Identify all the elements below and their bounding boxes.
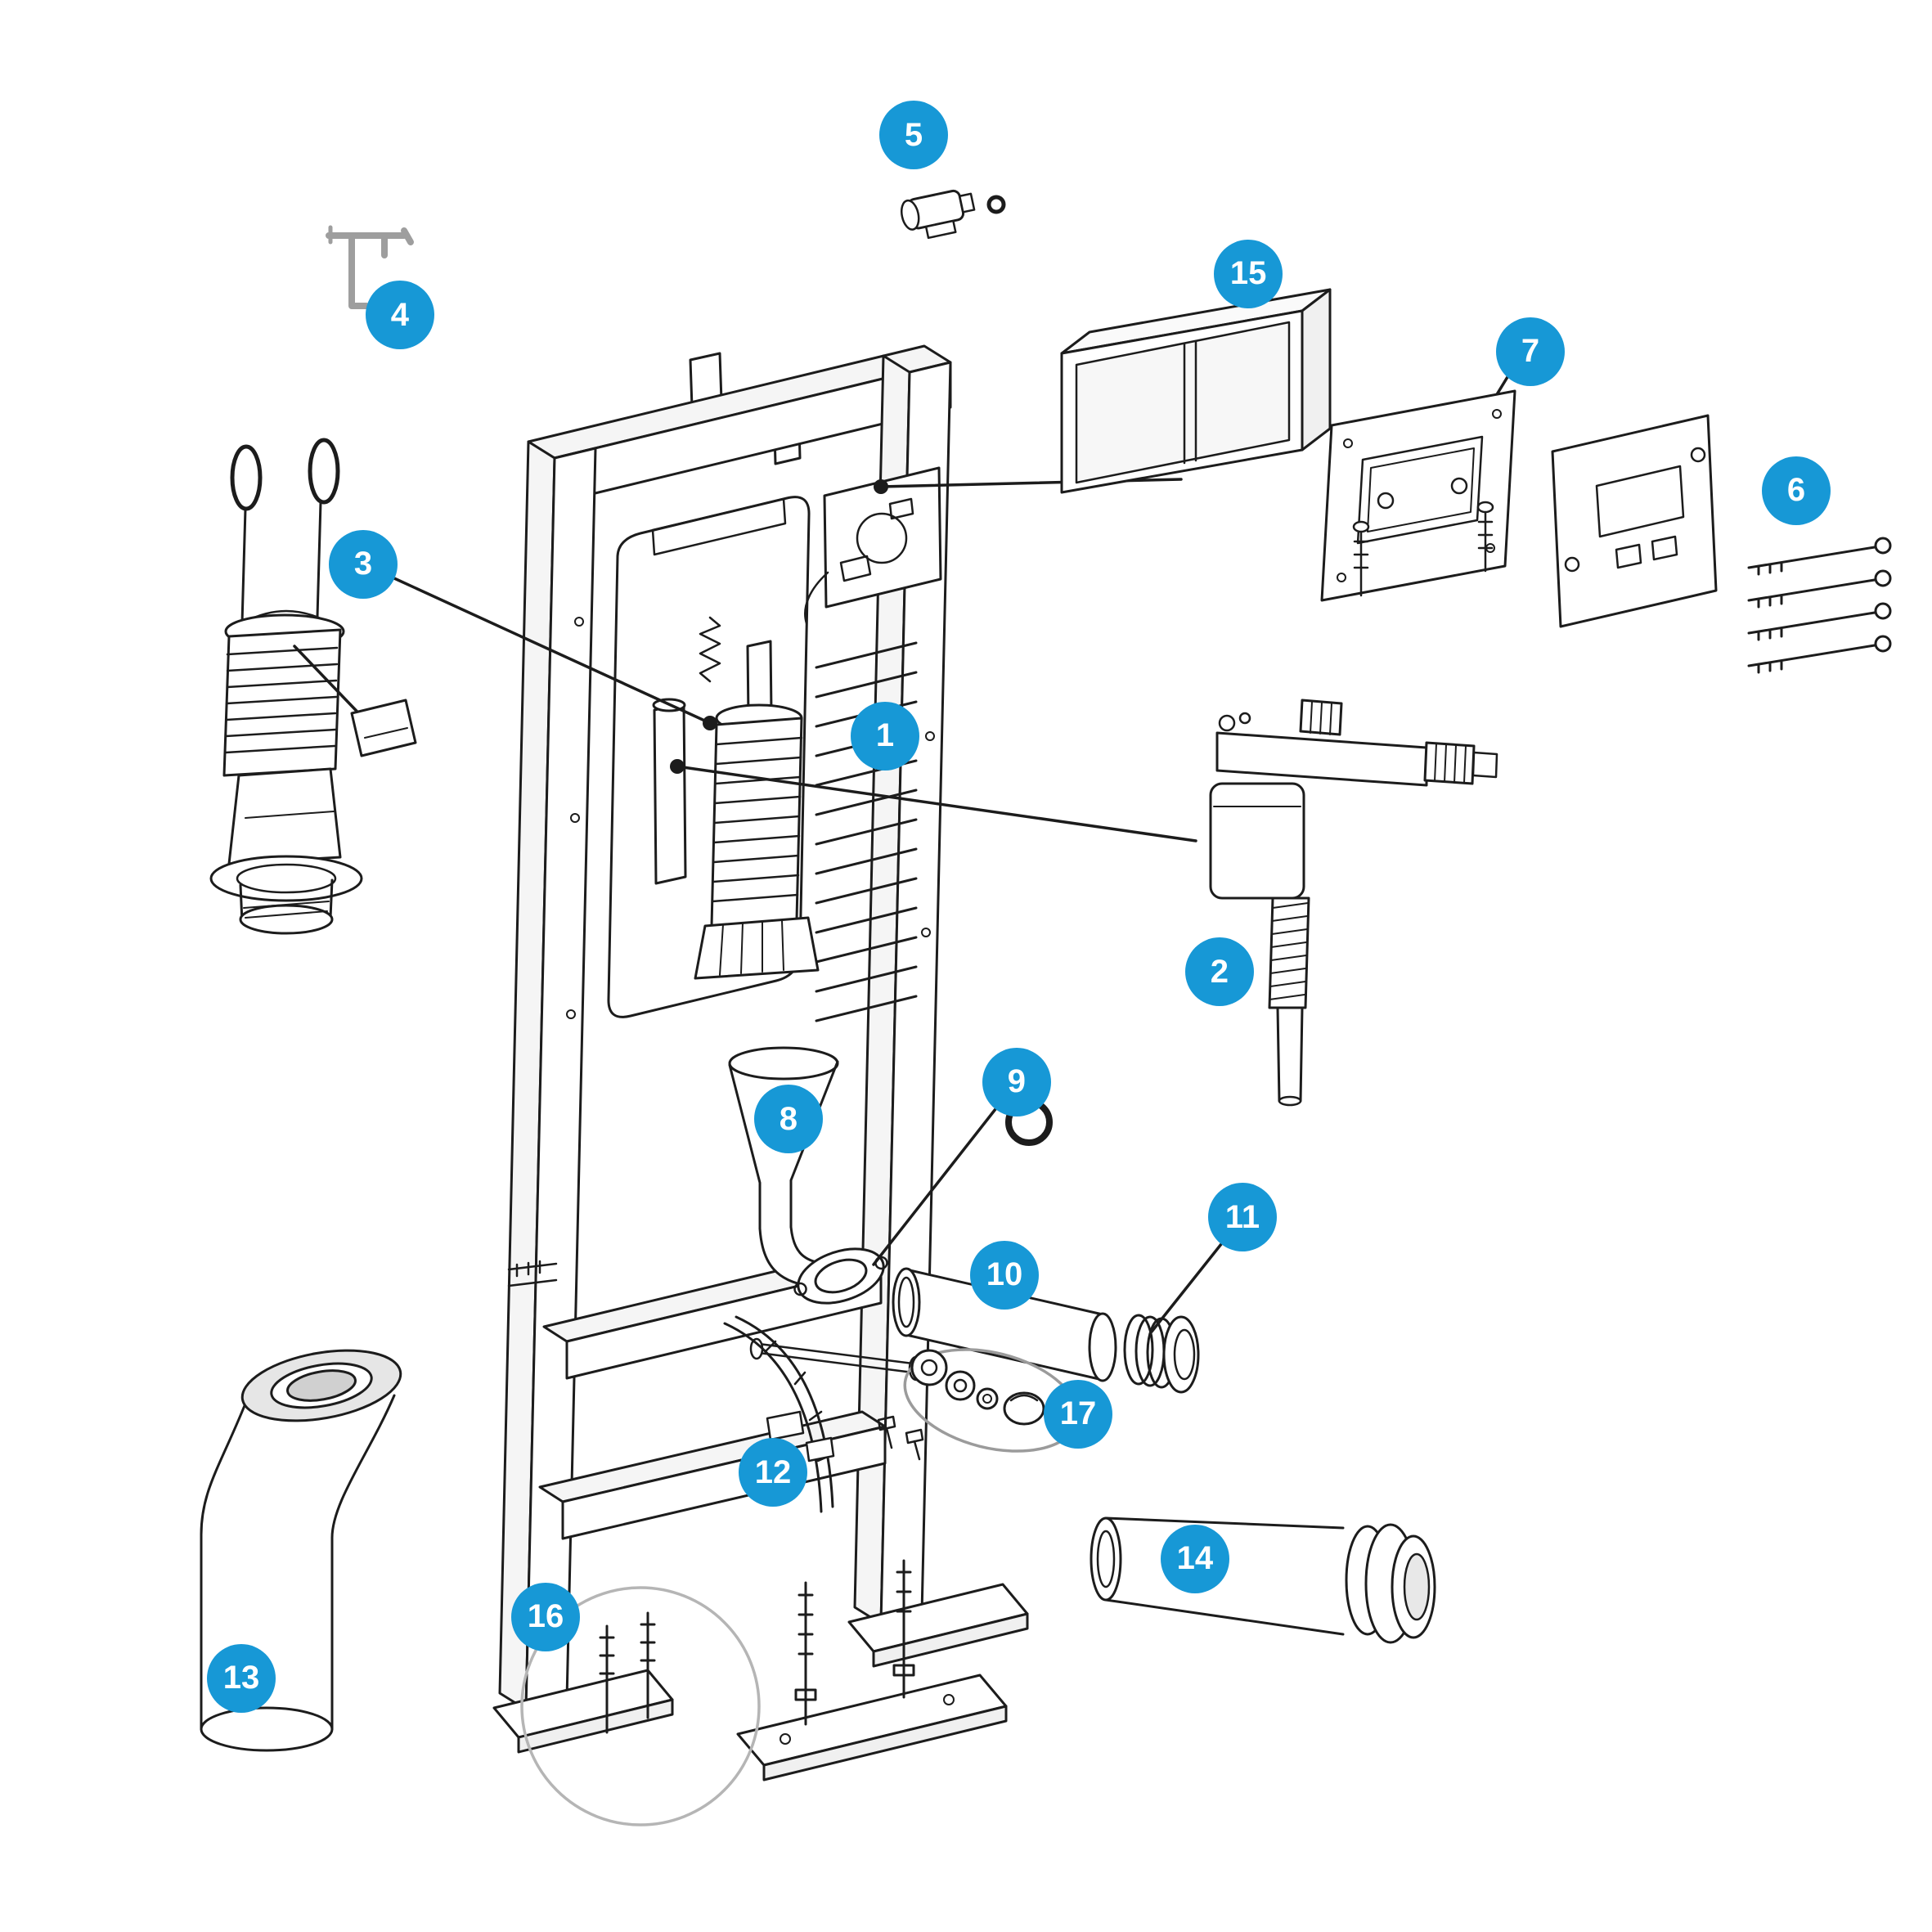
callout-badge-14: 14 xyxy=(1160,1524,1229,1593)
foot-detail-circle-16 xyxy=(520,1586,761,1826)
callout-badge-7: 7 xyxy=(1495,317,1565,386)
callout-badge-8: 8 xyxy=(753,1085,823,1154)
fitting-part-5 xyxy=(900,189,1006,240)
callout-badge-16: 16 xyxy=(511,1582,581,1651)
protection-box-part-15 xyxy=(1060,288,1332,494)
outlet-connector-part-11 xyxy=(1123,1314,1200,1394)
callout-badge-2: 2 xyxy=(1184,937,1254,1007)
callout-badge-11: 11 xyxy=(1208,1183,1277,1252)
outlet-pipe-part-10 xyxy=(892,1267,1117,1382)
callout-badge-17: 17 xyxy=(1043,1379,1112,1449)
callout-badge-4: 4 xyxy=(365,281,434,349)
washer-ring xyxy=(986,195,1006,214)
callout-badge-13: 13 xyxy=(207,1643,276,1713)
mounting-plate-part-7 xyxy=(1320,389,1516,602)
callout-badge-10: 10 xyxy=(970,1240,1039,1310)
fill-valve-part-2 xyxy=(1209,699,1498,1107)
callout-badge-9: 9 xyxy=(982,1047,1051,1117)
callout-badge-5: 5 xyxy=(878,101,948,170)
callout-badge-3: 3 xyxy=(329,529,398,599)
mounting-frame xyxy=(492,344,1029,1781)
callout-badge-6: 6 xyxy=(1761,456,1831,525)
flush-valve-part-3 xyxy=(209,438,417,935)
bracket-part-4 xyxy=(326,225,414,309)
callout-badge-12: 12 xyxy=(739,1438,808,1507)
callout-badge-1: 1 xyxy=(851,701,920,771)
seal-kit-part-17 xyxy=(903,1348,1080,1453)
plate-screws xyxy=(1747,537,1892,674)
cistern-assembly xyxy=(607,466,942,1018)
callout-badge-15: 15 xyxy=(1214,239,1283,308)
actuator-plate-part-6 xyxy=(1551,414,1892,674)
